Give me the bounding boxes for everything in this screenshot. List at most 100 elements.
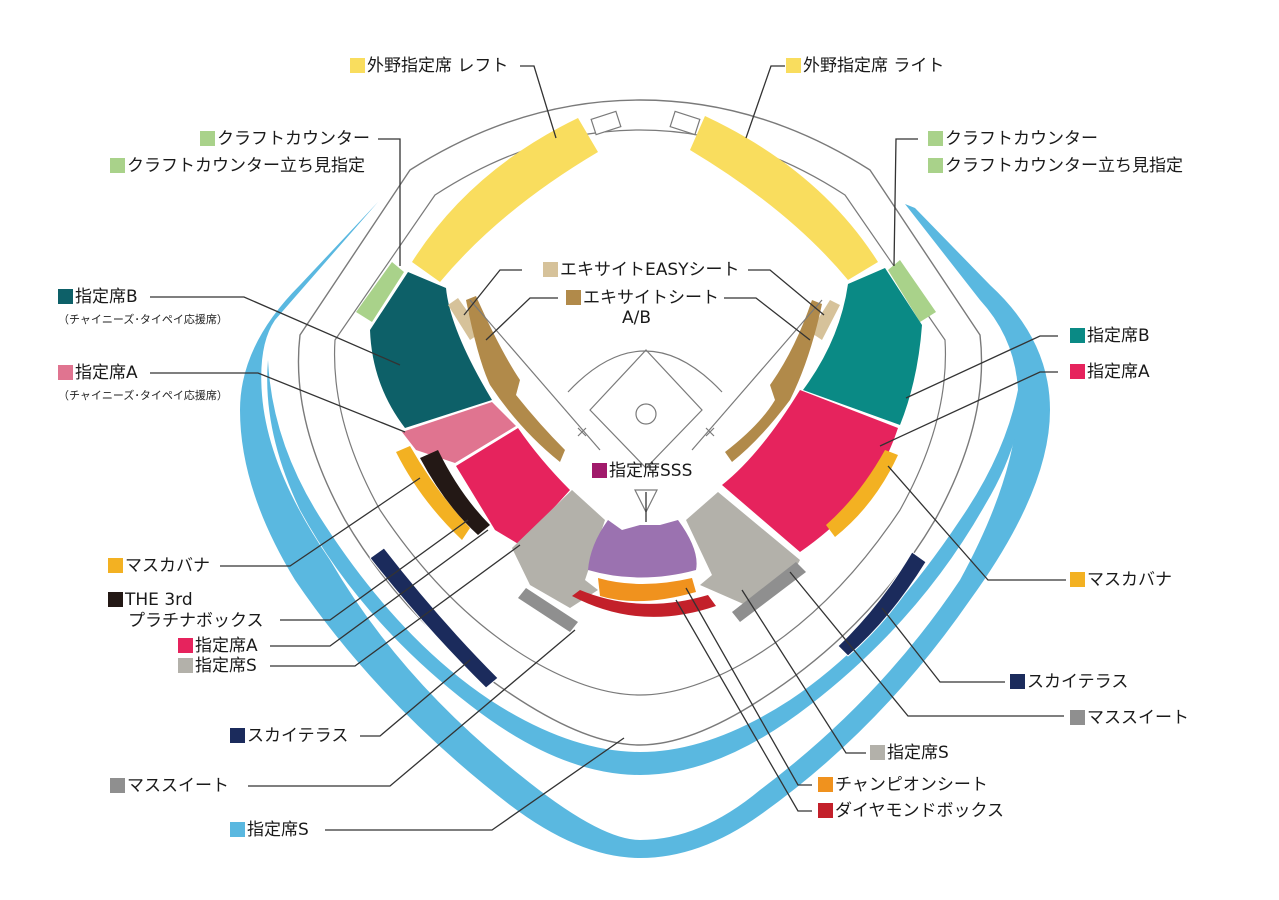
swatch-sky-terrace [1010,674,1025,689]
label-easy-seat: エキサイトEASYシート [543,260,740,280]
text-reserved-a-lower: 指定席A [195,636,258,656]
label-craft-left-2: クラフトカウンター立ち見指定 [110,156,365,176]
text-excite-seat: エキサイトシート [583,288,719,308]
concourse-outline [297,99,983,746]
text-reserved-s-lower: 指定席S [195,656,257,676]
text-easy-seat: エキサイトEASYシート [560,260,740,280]
text-mascabana-left: マスカバナ [125,556,210,576]
label-outfield-left: 外野指定席 レフト [350,56,508,76]
excite-seat-right[interactable] [725,300,822,462]
text-diamond-box: ダイヤモンドボックス [835,801,1004,821]
swatch-reserved-a [1070,364,1085,379]
text-reserved-s-right: 指定席S [887,743,949,763]
text-mass-suite-right: マススイート [1087,708,1189,728]
label-reserved-s-lower: 指定席S [178,656,257,676]
swatch-mass-suite [110,778,125,793]
label-craft-right-1: クラフトカウンター [928,129,1098,149]
swatch-champion [818,777,833,792]
reserved-a-left-section[interactable] [456,428,570,545]
label-craft-left-1: クラフトカウンター [200,129,370,149]
text-reserved-s-outer: 指定席S [247,820,309,840]
swatch-reserved-s-blue [230,822,245,837]
swatch-outfield [786,58,801,73]
swatch-sss [592,463,607,478]
text-the3rd-1: THE 3rd [125,590,193,610]
text-craft-left-2: クラフトカウンター立ち見指定 [127,156,365,176]
label-champion-seat: チャンピオンシート [818,775,988,795]
swatch-reserved-b-right [1070,328,1085,343]
label-sky-terrace-left: スカイテラス [230,726,348,746]
swatch-sky-terrace [230,728,245,743]
text-reserved-sss: 指定席SSS [609,461,693,481]
reserved-b-left-section[interactable] [370,272,492,428]
note-reserved-a-left: （チャイニーズ･タイペイ応援席） [58,389,228,402]
baseball-diamond [469,299,823,514]
reserved-s-gray-left[interactable] [512,490,605,608]
text-reserved-b-right: 指定席B [1087,326,1150,346]
reserved-a-right-section[interactable] [722,390,898,552]
reserved-sss-section[interactable] [588,520,697,578]
label-reserved-b-left: 指定席B [58,287,138,307]
swatch-reserved-s-gray [178,658,193,673]
label-reserved-b-right: 指定席B [1070,326,1150,346]
label-excite-ab: A/B [622,308,651,328]
text-sky-terrace-right: スカイテラス [1027,672,1129,692]
sky-terrace-right[interactable] [837,551,927,657]
craft-counter-right[interactable] [888,260,936,322]
reserved-a-pink-section[interactable] [402,402,516,463]
the-3rd-platinum-box[interactable] [420,450,490,535]
swatch-diamond [818,803,833,818]
mass-suite-left[interactable] [518,588,578,632]
mascabana-right[interactable] [826,450,898,537]
diamond-box-section[interactable] [572,590,716,617]
label-outfield-right: 外野指定席 ライト [786,56,944,76]
swatch-craft [110,158,125,173]
text-reserved-b-left: 指定席B [75,287,138,307]
swatch-craft [928,158,943,173]
text-mass-suite-left: マススイート [127,776,229,796]
swatch-outfield [350,58,365,73]
text-excite-ab: A/B [622,308,652,328]
swatch-mascabana [1070,572,1085,587]
mass-suite-right[interactable] [732,562,806,622]
label-mass-suite-right: マススイート [1070,708,1189,728]
reserved-s-blue-section[interactable] [240,202,1050,858]
cf-box-right [669,110,701,136]
reserved-s-gray-right[interactable] [686,492,800,606]
craft-counter-left[interactable] [356,262,404,322]
text-craft-right-2: クラフトカウンター立ち見指定 [945,156,1183,176]
swatch-reserved-s-gray [870,745,885,760]
outfield-right-section[interactable] [690,116,878,280]
text-outfield-right: 外野指定席 ライト [803,56,945,76]
outfield-left-section[interactable] [412,118,598,282]
label-reserved-a-lower: 指定席A [178,636,258,656]
label-the3rd-2: プラチナボックス [128,611,264,631]
excite-easy-right[interactable] [810,300,840,340]
swatch-reserved-a [178,638,193,653]
excite-seat-left[interactable] [466,296,565,462]
label-reserved-sss: 指定席SSS [592,461,692,481]
text-outfield-left: 外野指定席 レフト [367,56,509,76]
label-the3rd: THE 3rd [108,590,193,610]
leader-lines [150,65,1066,831]
swatch-reserved-a-pink [58,365,73,380]
champion-seat-section[interactable] [598,578,696,602]
label-mascabana-left: マスカバナ [108,556,210,576]
label-reserved-s-outer: 指定席S [230,820,309,840]
swatch-the3rd [108,592,123,607]
text-champion-seat: チャンピオンシート [835,775,988,795]
text-the3rd-2: プラチナボックス [128,611,264,631]
text-craft-left-1: クラフトカウンター [217,129,370,149]
label-excite-seat: エキサイトシート [566,288,719,308]
swatch-mass-suite [1070,710,1085,725]
reserved-b-right-section[interactable] [803,268,922,425]
label-mass-suite-left: マススイート [110,776,229,796]
label-mascabana-right: マスカバナ [1070,570,1172,590]
label-reserved-s-right: 指定席S [870,743,949,763]
mascabana-left[interactable] [396,446,470,540]
reserved-s-inner-band[interactable] [267,360,1024,775]
note-reserved-b-left: （チャイニーズ･タイペイ応援席） [58,313,228,326]
text-craft-right-1: クラフトカウンター [945,129,1098,149]
swatch-craft [200,131,215,146]
